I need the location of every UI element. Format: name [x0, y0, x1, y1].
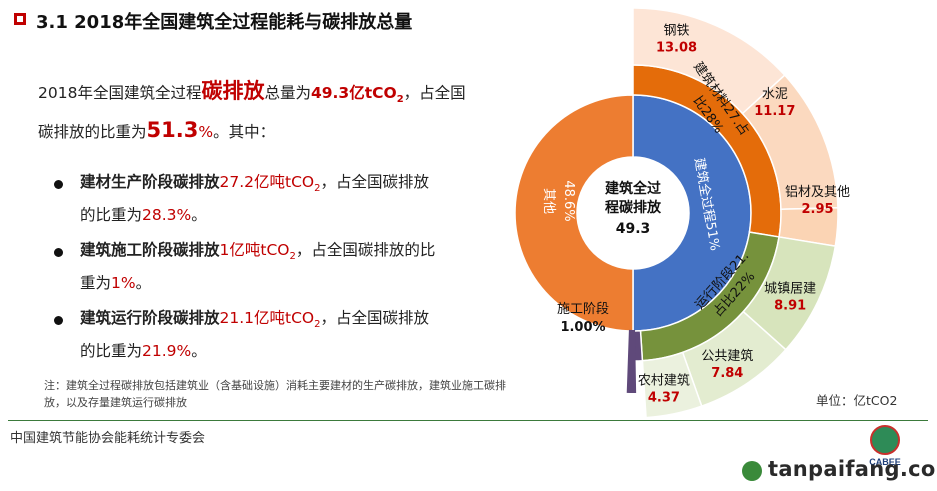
cabee-logo: CABEE — [869, 425, 901, 467]
outer-label-urban-res-value: 8.91 — [774, 299, 806, 314]
bullet-1-suffix: ，占全国碳排放 — [320, 173, 430, 191]
construction-slice — [626, 329, 637, 393]
intro-highlight: 碳排放 — [201, 79, 265, 103]
bullet-3-prefix: 建筑运行阶段碳排放 — [80, 309, 220, 327]
footer-org: 中国建筑节能协会能耗统计专委会 — [10, 431, 206, 446]
intro-share-text: 碳排放的比重为 — [38, 123, 147, 141]
bullet-1-line-2: 的比重为28.3%。 — [80, 203, 207, 225]
bullet-2-prefix: 建筑施工阶段碳排放 — [80, 241, 220, 259]
bullet-1-value: 27.2亿吨tCO — [219, 173, 315, 191]
watermark: tanpaifang.com — [768, 457, 937, 481]
bullet-2-line-2: 重为1%。 — [80, 271, 151, 293]
bullet-1-prefix: 建材生产阶段碳排放 — [80, 173, 220, 191]
outer-label-cement-value: 11.17 — [754, 104, 795, 119]
bullet-1-pct: 28.3% — [142, 206, 192, 224]
outer-label-construction: 施工阶段 — [557, 302, 609, 317]
bullet-2-sub: 2 — [289, 251, 296, 263]
intro-line-1: 2018年全国建筑全过程碳排放总量为49.3亿tCO2，占全国 — [38, 75, 466, 105]
intro-subscript: 2 — [396, 94, 404, 106]
outer-label-urban-res: 城镇居建 — [764, 282, 816, 297]
bullet-2-pct: 1% — [111, 274, 136, 292]
inner-label-other-pct: 48.6% — [561, 180, 576, 221]
logo-text: CABEE — [869, 457, 901, 467]
outer-label-steel: 钢铁 — [664, 23, 690, 38]
page-title: 3.1 2018年全国建筑全过程能耗与碳排放总量 — [36, 12, 413, 33]
intro-text-2: 总量为 — [264, 84, 311, 102]
intro-text-3: ，占全国 — [403, 84, 466, 102]
intro-share-value: 51.3 — [146, 118, 199, 142]
center-hole — [578, 158, 688, 268]
bullet-3-suffix: ，占全国碳排放 — [320, 309, 430, 327]
bullet-2-line-1: 建筑施工阶段碳排放1亿吨tCO2，占全国碳排放的比 — [80, 238, 435, 262]
bullet-3-end: 。 — [191, 342, 207, 360]
inner-ring-slice — [514, 94, 634, 332]
intro-total-value: 49.3亿tCO — [310, 84, 397, 102]
bullet-3-sub: 2 — [314, 319, 321, 331]
outer-label-rural: 农村建筑 — [638, 372, 690, 388]
unit-label: 单位：亿tCO2 — [816, 393, 898, 408]
bullet-1-line-1: 建材生产阶段碳排放27.2亿吨tCO2，占全国碳排放 — [80, 170, 429, 194]
bullet-dot — [54, 180, 63, 189]
bullet-3-value: 21.1亿吨tCO — [219, 309, 315, 327]
outer-label-cement: 水泥 — [762, 87, 788, 102]
intro-share-unit: % — [198, 123, 214, 141]
bullet-dot — [54, 316, 63, 325]
outer-label-public-value: 7.84 — [711, 366, 743, 381]
footnote: 注：建筑全过程碳排放包括建筑业（含基础设施）消耗主要建材的生产碳排放，建筑业施工… — [44, 379, 506, 409]
outer-label-steel-value: 13.08 — [656, 40, 697, 55]
footer-divider — [8, 420, 928, 421]
bullet-3-pct: 21.9% — [142, 342, 192, 360]
bullet-1-sub: 2 — [314, 183, 321, 195]
bullet-3-line-1: 建筑运行阶段碳排放21.1亿吨tCO2，占全国碳排放 — [80, 306, 429, 330]
bullet-2-value: 1亿吨tCO — [219, 241, 290, 259]
bullet-2-suffix: ，占全国碳排放的比 — [295, 241, 436, 259]
intro-share-suffix: 。其中： — [213, 123, 276, 141]
bullet-dot — [54, 248, 63, 257]
intro-text: 2018年全国建筑全过程 — [38, 84, 202, 102]
bullet-2-text: 重为 — [80, 274, 112, 292]
globe-icon — [870, 425, 900, 455]
watermark-leaf-icon — [742, 461, 762, 481]
outer-label-rural-value: 4.37 — [648, 390, 680, 405]
center-label-1: 建筑全过 — [605, 180, 661, 197]
outer-label-public: 公共建筑 — [701, 348, 753, 364]
title-square-icon — [14, 13, 26, 25]
bullet-3-line-2: 的比重为21.9%。 — [80, 339, 207, 361]
intro-line-2: 碳排放的比重为51.3%。其中： — [38, 118, 275, 142]
center-label-2: 程碳排放 — [605, 199, 662, 216]
bullet-2-end: 。 — [135, 274, 152, 292]
outer-label-construction-value: 1.00% — [560, 320, 605, 335]
bullet-1-text: 的比重为 — [80, 206, 143, 224]
bullet-3-text: 的比重为 — [80, 342, 143, 360]
center-value: 49.3 — [616, 221, 651, 237]
outer-ring-slice — [641, 351, 703, 419]
outer-label-aluminum-value: 2.95 — [802, 202, 834, 217]
outer-label-aluminum: 铝材及其他 — [785, 185, 850, 200]
inner-label-other: 其他 — [541, 188, 556, 214]
bullet-1-end: 。 — [191, 206, 207, 224]
